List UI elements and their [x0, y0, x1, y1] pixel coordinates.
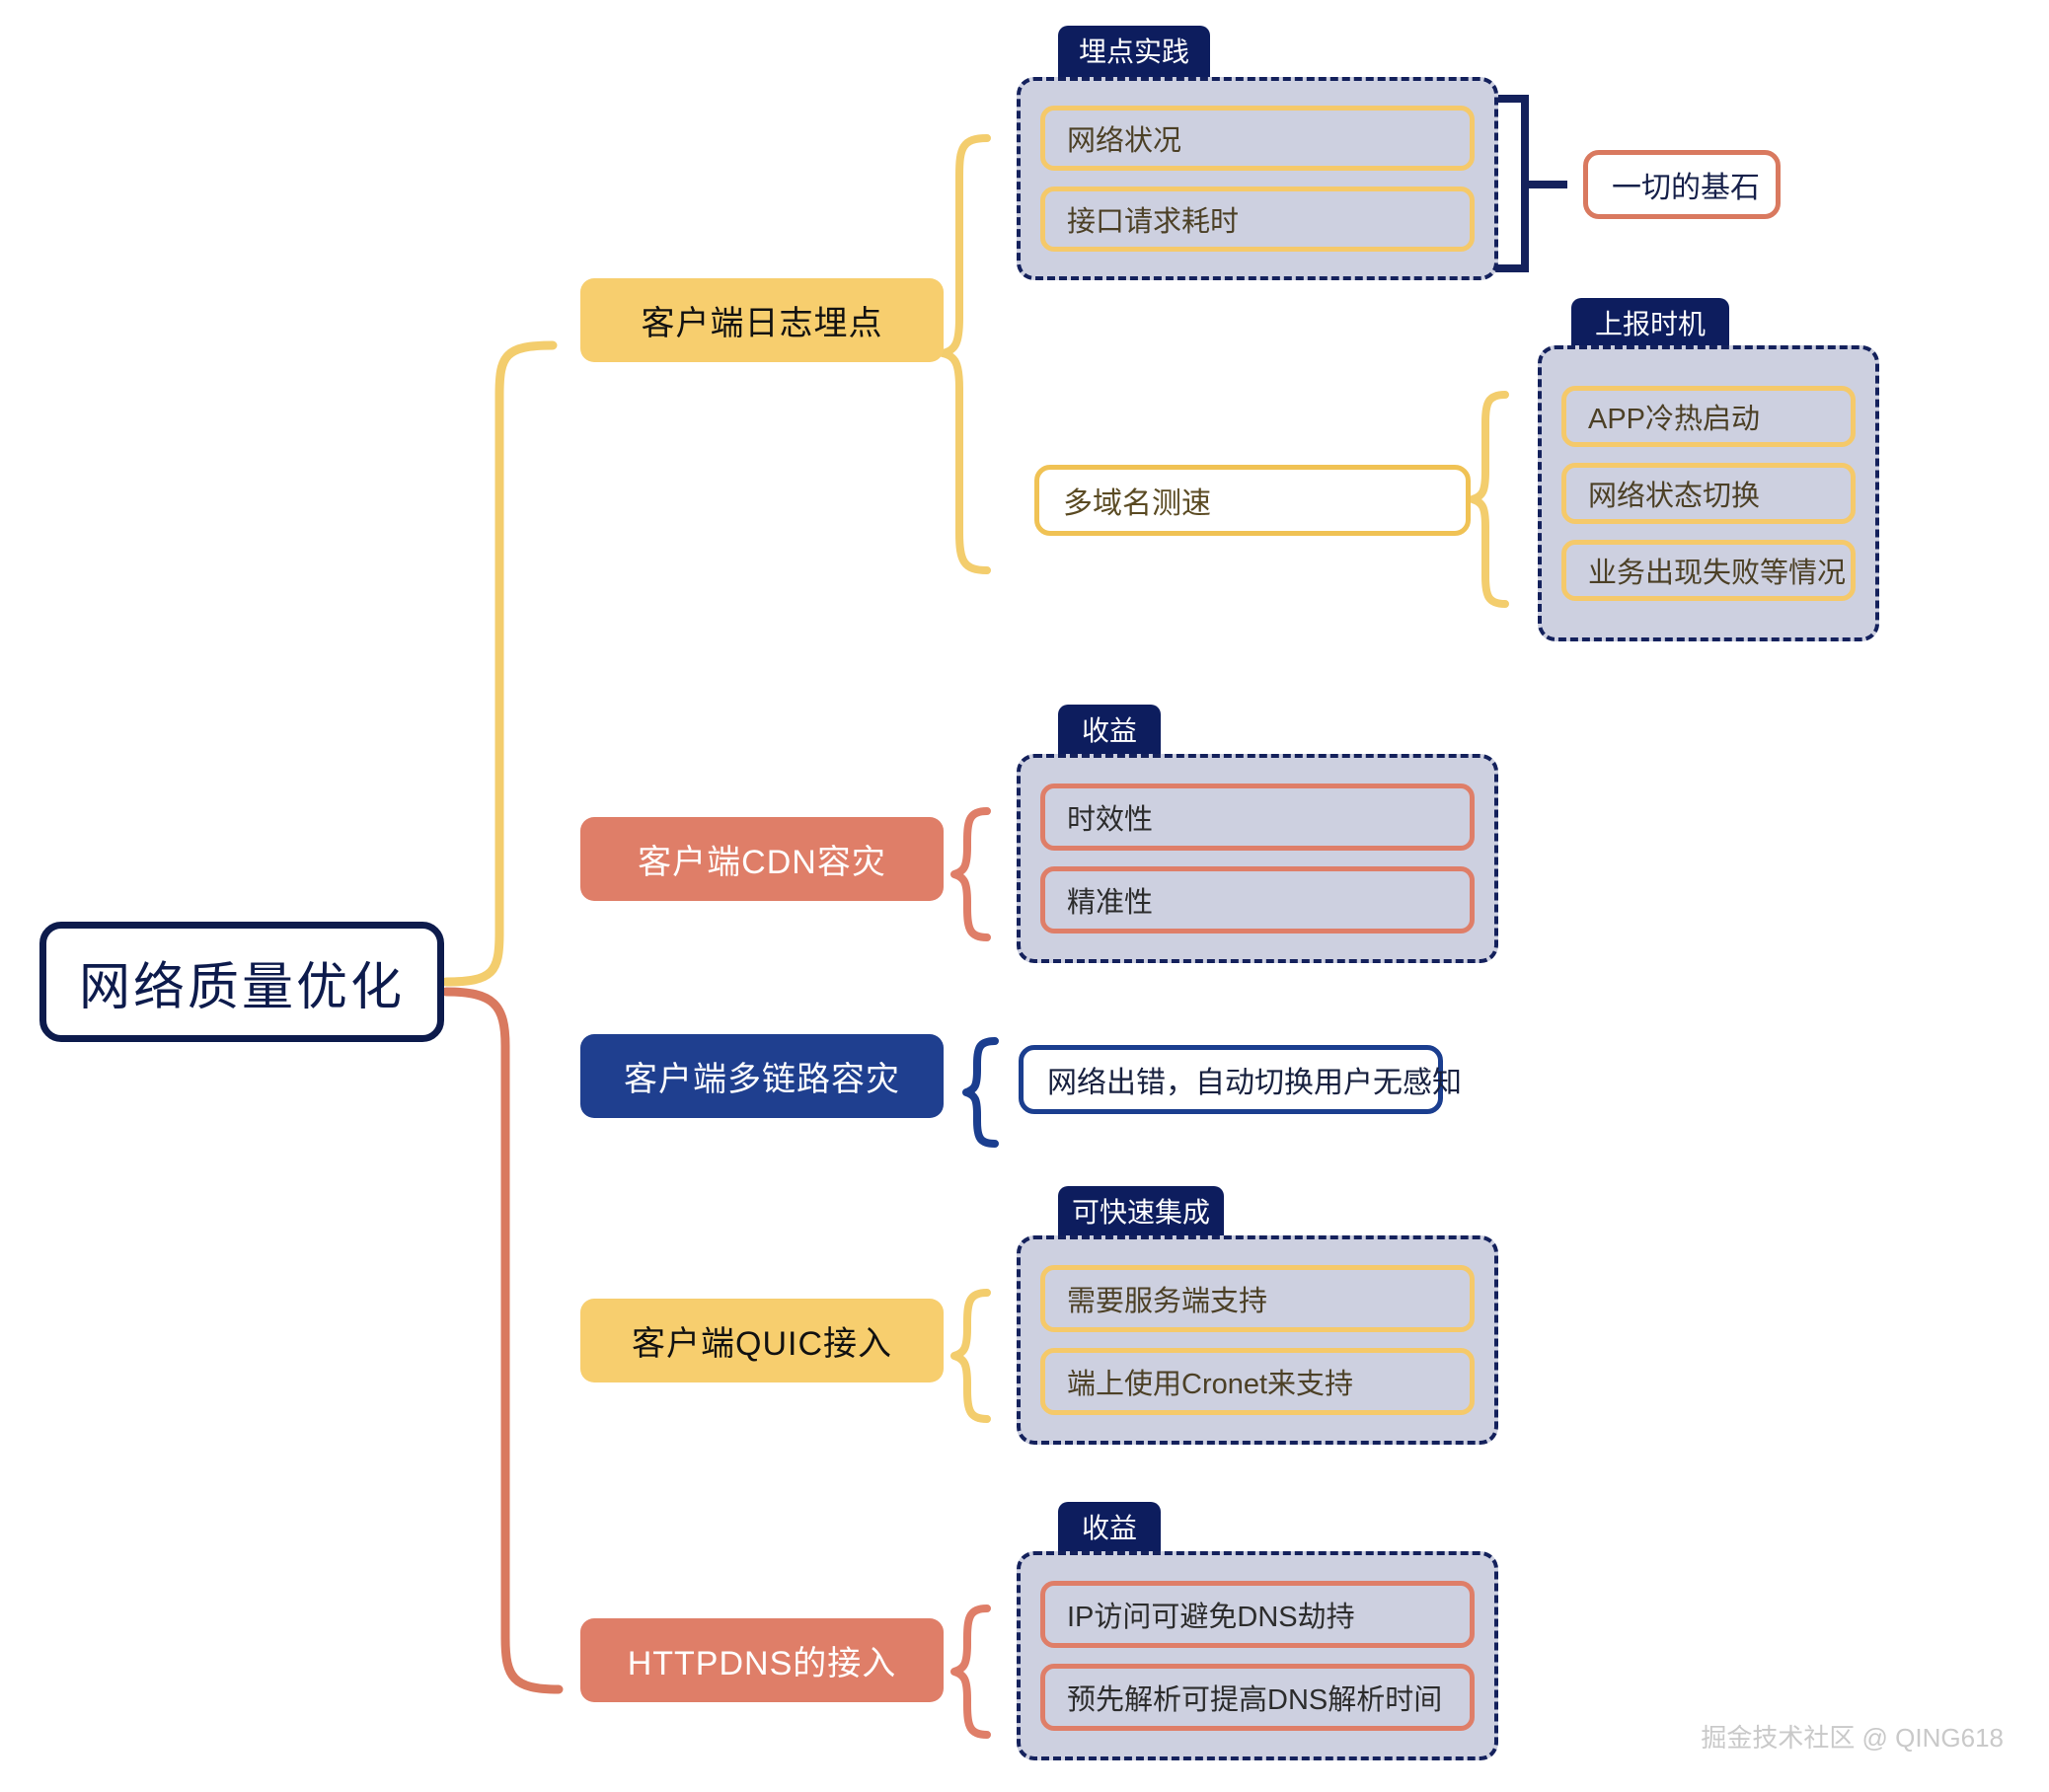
watermark: 掘金技术社区 @ QING618: [1701, 1723, 2004, 1753]
brace-multilink: [962, 1037, 999, 1148]
connector-root-to-logging: [441, 340, 558, 987]
group-box-tracking-practice: 网络状况 接口请求耗时: [1017, 77, 1498, 280]
group-tab-httpdns-benefit[interactable]: 收益: [1058, 1502, 1161, 1555]
branch-node-cdn-label: 客户端CDN容灾: [638, 844, 886, 881]
branch-node-multilink[interactable]: 客户端多链路容灾: [580, 1034, 944, 1118]
root-node-label: 网络质量优化: [78, 958, 405, 1016]
root-node[interactable]: 网络质量优化: [39, 922, 444, 1042]
group-tab-report-timing-label: 上报时机: [1594, 309, 1706, 339]
branch-node-quic[interactable]: 客户端QUIC接入: [580, 1299, 944, 1382]
note-cornerstone[interactable]: 一切的基石: [1583, 150, 1781, 219]
note-multilink[interactable]: 网络出错，自动切换用户无感知: [1019, 1045, 1462, 1114]
leaf-item[interactable]: 需要服务端支持: [1040, 1265, 1475, 1332]
group-tab-httpdns-benefit-label: 收益: [1081, 1513, 1137, 1543]
brace-httpdns: [950, 1605, 991, 1739]
leaf-item[interactable]: 精准性: [1040, 866, 1475, 933]
leaf-item[interactable]: IP访问可避免DNS劫持: [1040, 1581, 1475, 1648]
brace-logging: [939, 134, 991, 574]
leaf-item-label: 网络状态切换: [1588, 481, 1761, 512]
group-box-httpdns-benefit: IP访问可避免DNS劫持 预先解析可提高DNS解析时间: [1017, 1551, 1498, 1760]
leaf-item[interactable]: 网络状态切换: [1561, 463, 1856, 524]
leaf-item-label: 时效性: [1067, 804, 1154, 836]
brace-report-timing: [1469, 391, 1509, 608]
leaf-item-label: 接口请求耗时: [1067, 206, 1240, 238]
leaf-item-label: 业务出现失败等情况: [1588, 558, 1847, 589]
note-multilink-label: 网络出错，自动切换用户无感知: [1047, 1067, 1462, 1099]
connector-root-to-httpdns: [441, 987, 564, 1694]
group-tab-tracking-practice[interactable]: 埋点实践: [1058, 26, 1210, 79]
leaf-item-label: 预先解析可提高DNS解析时间: [1067, 1684, 1443, 1716]
leaf-item[interactable]: 端上使用Cronet来支持: [1040, 1348, 1475, 1415]
branch-node-cdn[interactable]: 客户端CDN容灾: [580, 817, 944, 901]
group-tab-report-timing[interactable]: 上报时机: [1571, 298, 1729, 351]
leaf-item[interactable]: 接口请求耗时: [1040, 187, 1475, 252]
leaf-item[interactable]: 预先解析可提高DNS解析时间: [1040, 1664, 1475, 1731]
leaf-item[interactable]: 网络状况: [1040, 106, 1475, 171]
note-multi-domain-speed[interactable]: 多域名测速: [1034, 465, 1471, 536]
brace-quic: [950, 1289, 991, 1423]
group-tab-cdn-benefit[interactable]: 收益: [1058, 705, 1161, 758]
leaf-item-label: 端上使用Cronet来支持: [1067, 1369, 1354, 1400]
group-tab-cdn-benefit-label: 收益: [1081, 715, 1137, 746]
leaf-item[interactable]: 时效性: [1040, 784, 1475, 851]
group-tab-quic-benefit-label: 可快速集成: [1072, 1197, 1211, 1228]
group-box-report-timing: APP冷热启动 网络状态切换 业务出现失败等情况: [1538, 345, 1879, 641]
branch-node-quic-label: 客户端QUIC接入: [632, 1325, 892, 1363]
brace-cdn: [950, 807, 991, 941]
leaf-item-label: 需要服务端支持: [1067, 1286, 1268, 1317]
branch-node-httpdns-label: HTTPDNS的接入: [627, 1645, 897, 1682]
leaf-item-label: 精准性: [1067, 887, 1154, 919]
group-tab-quic-benefit[interactable]: 可快速集成: [1058, 1186, 1224, 1239]
leaf-item[interactable]: APP冷热启动: [1561, 386, 1856, 447]
note-cornerstone-label: 一切的基石: [1612, 172, 1760, 204]
leaf-item-label: IP访问可避免DNS劫持: [1067, 1602, 1355, 1633]
note-multi-domain-speed-label: 多域名测速: [1063, 487, 1211, 520]
leaf-item-label: APP冷热启动: [1588, 404, 1761, 435]
leaf-item-label: 网络状况: [1067, 125, 1182, 157]
branch-node-logging[interactable]: 客户端日志埋点: [580, 278, 944, 362]
leaf-item[interactable]: 业务出现失败等情况: [1561, 540, 1856, 601]
group-tab-tracking-practice-label: 埋点实践: [1078, 37, 1189, 67]
branch-node-multilink-label: 客户端多链路容灾: [624, 1061, 900, 1098]
branch-node-logging-label: 客户端日志埋点: [641, 305, 883, 342]
branch-node-httpdns[interactable]: HTTPDNS的接入: [580, 1618, 944, 1702]
group-box-quic-benefit: 需要服务端支持 端上使用Cronet来支持: [1017, 1235, 1498, 1445]
group-box-cdn-benefit: 时效性 精准性: [1017, 754, 1498, 963]
